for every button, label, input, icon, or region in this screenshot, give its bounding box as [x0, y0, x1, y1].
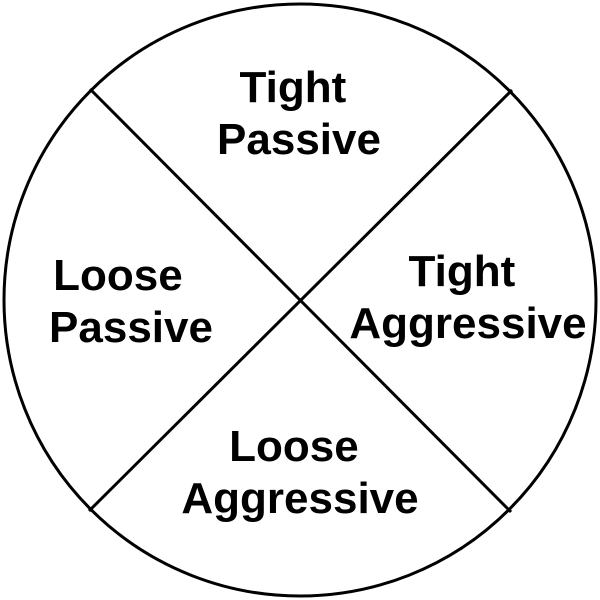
quadrant-label-bottom-line-2: Aggressive: [181, 474, 418, 523]
quadrant-label-right: Tight Aggressive: [349, 247, 586, 348]
quadrant-label-top-line-2: Passive: [217, 115, 381, 164]
quadrant-label-top-line-1: Tight: [240, 63, 347, 112]
quadrant-label-left-line-1: Loose: [53, 251, 183, 300]
divider-line-ne-sw: [87, 88, 514, 513]
quadrant-label-top: Tight Passive: [217, 63, 381, 164]
quadrant-label-bottom: Loose Aggressive: [181, 422, 418, 523]
quadrant-label-right-line-2: Aggressive: [349, 299, 586, 348]
quadrant-label-bottom-line-1: Loose: [229, 422, 359, 471]
quadrant-label-left-line-2: Passive: [49, 303, 213, 352]
quadrant-label-right-line-1: Tight: [409, 247, 516, 296]
quadrant-label-left: Loose Passive: [49, 251, 213, 352]
